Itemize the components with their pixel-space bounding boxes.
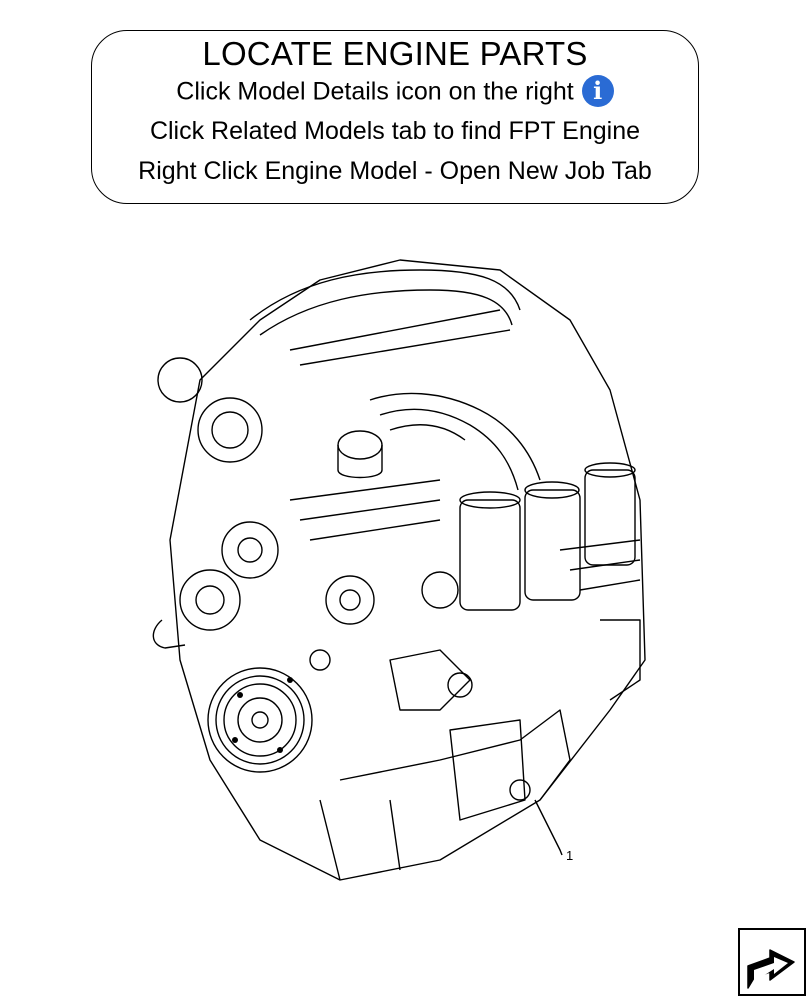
instructions-title: LOCATE ENGINE PARTS bbox=[202, 35, 588, 72]
arrow-return-icon bbox=[747, 949, 795, 989]
info-icon[interactable]: i bbox=[581, 75, 614, 107]
return-button[interactable] bbox=[738, 928, 806, 996]
instruction-line-2: Click Related Models tab to find FPT Eng… bbox=[149, 117, 641, 145]
engine-illustration bbox=[152, 259, 646, 881]
instruction-line-3: Right Click Engine Model - Open New Job … bbox=[138, 157, 652, 185]
instruction-line-1-text: Click Model Details icon on the right bbox=[176, 77, 574, 106]
instructions-panel: LOCATE ENGINE PARTS Click Model Details … bbox=[91, 30, 699, 204]
callout-number-1: 1 bbox=[566, 848, 574, 863]
